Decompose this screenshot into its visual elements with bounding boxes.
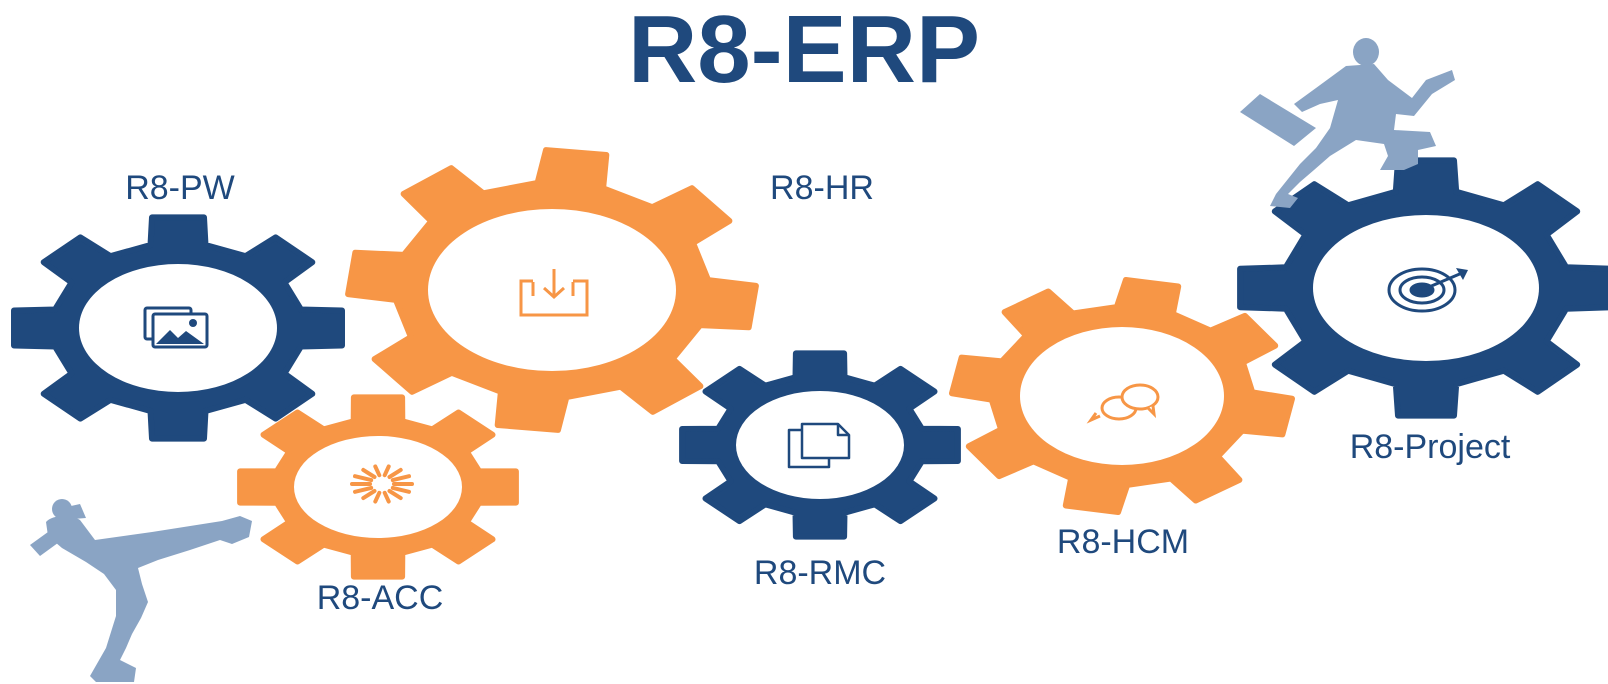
spinner-ray bbox=[387, 467, 403, 479]
icons-layer bbox=[143, 267, 1468, 504]
spinner-ray bbox=[390, 485, 411, 494]
module-label-hr: R8-HR bbox=[770, 169, 874, 207]
spinner-ray bbox=[387, 489, 403, 501]
gears-layer bbox=[11, 147, 1608, 580]
spinner-ray bbox=[361, 489, 377, 501]
gear-hr bbox=[345, 147, 759, 433]
download-tray-icon bbox=[519, 269, 589, 317]
module-label-acc: R8-ACC bbox=[316, 579, 444, 617]
chat-bubbles-icon bbox=[1086, 383, 1160, 424]
page-title: R8-ERP bbox=[627, 0, 981, 103]
spinner-ray bbox=[382, 464, 391, 478]
documents-copy-icon bbox=[787, 422, 851, 469]
loading-spinner-icon bbox=[350, 464, 414, 504]
module-label-project: R8-Project bbox=[1349, 428, 1511, 466]
spinner-ray bbox=[390, 474, 411, 483]
spinner-ray bbox=[361, 467, 377, 479]
spinner-ray bbox=[382, 490, 391, 504]
gear-acc bbox=[237, 394, 519, 580]
module-label-rmc: R8-RMC bbox=[753, 554, 887, 592]
kicking-man-silhouette bbox=[30, 499, 252, 682]
gear-hub-hr bbox=[428, 209, 676, 371]
spinner-ray bbox=[353, 474, 374, 483]
spinner-ray bbox=[373, 464, 382, 478]
module-label-pw: R8-PW bbox=[125, 169, 235, 207]
target-arrow-icon bbox=[1387, 267, 1468, 313]
spinner-ray bbox=[353, 485, 374, 494]
gear-hub-acc bbox=[294, 436, 462, 538]
photo-gallery-icon bbox=[143, 306, 209, 349]
module-label-hcm: R8-HCM bbox=[1056, 523, 1190, 561]
running-businessman-silhouette bbox=[1240, 38, 1455, 208]
spinner-ray bbox=[373, 490, 382, 504]
